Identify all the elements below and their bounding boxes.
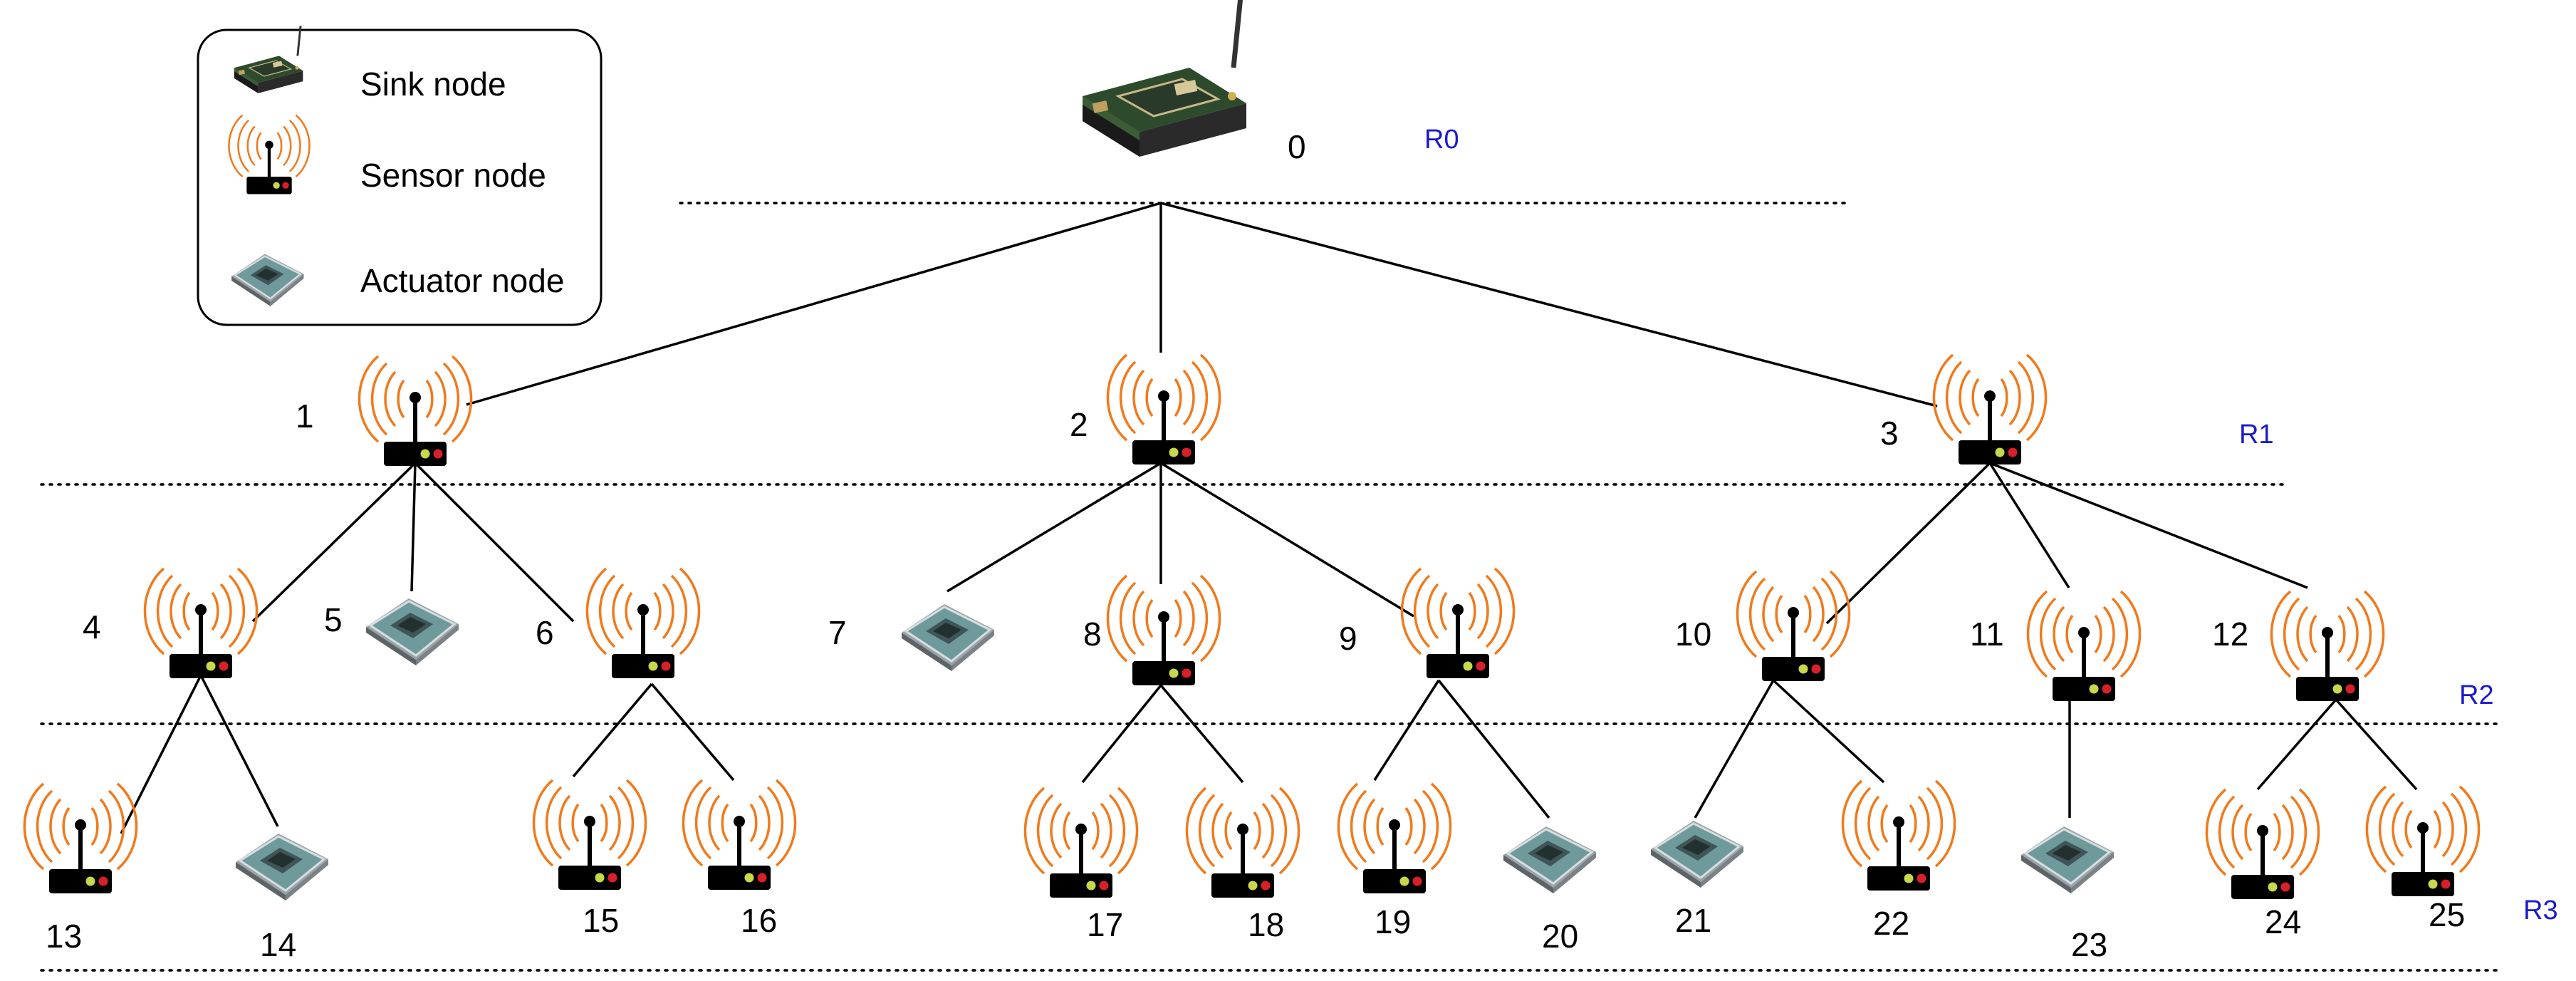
round-label-r1: R1 [2239, 420, 2274, 450]
sensor-node-9-icon [1402, 569, 1513, 678]
node-label-5: 5 [324, 601, 343, 638]
sensor-node-22-icon [1842, 781, 1954, 891]
sensor-node-10-icon [1737, 571, 1849, 681]
edge-10-22 [1772, 679, 1885, 784]
sensor-node-18-icon [1187, 788, 1298, 898]
edge-10-21 [1694, 680, 1775, 819]
sensor-node-19-icon [1338, 784, 1450, 893]
actuator-node-23-icon [2020, 825, 2115, 895]
round-label-r3: R3 [2523, 896, 2558, 925]
edge-8-18 [1159, 684, 1244, 784]
node-label-19: 19 [1375, 903, 1411, 940]
round-label-r2: R2 [2459, 680, 2494, 710]
sensor-node-2-icon [1107, 355, 1219, 464]
edge-2-9 [1160, 462, 1414, 618]
sensor-node-17-icon [1025, 788, 1137, 898]
edge-4-14 [199, 675, 279, 827]
edge-1-6 [414, 462, 575, 623]
sensor-node-16-icon [683, 780, 795, 890]
edge-3-11 [1988, 462, 2070, 588]
node-label-22: 22 [1873, 905, 1909, 942]
sensor-node-4-icon [145, 569, 256, 678]
node-label-21: 21 [1675, 902, 1711, 939]
node-label-14: 14 [260, 926, 296, 963]
legend: Sink node Sensor node Actuator node [197, 24, 603, 326]
node-label-2: 2 [1070, 406, 1088, 443]
edge-9-19 [1373, 680, 1440, 781]
edge-1-5 [410, 462, 417, 592]
actuator-node-7-icon [900, 603, 996, 673]
sensor-node-11-icon [2028, 591, 2139, 701]
sensor-node-1-icon [359, 356, 471, 466]
node-label-24: 24 [2265, 903, 2301, 940]
node-label-0: 0 [1288, 128, 1306, 165]
edge-6-16 [650, 682, 735, 782]
node-label-13: 13 [46, 918, 82, 955]
sensor-node-24-icon [2206, 789, 2318, 899]
actuator-node-14-icon [234, 832, 330, 902]
edge-12-24 [2256, 698, 2337, 791]
edge-0-1 [466, 202, 1162, 406]
node-label-17: 17 [1087, 906, 1123, 943]
edge-9-20 [1437, 679, 1550, 819]
edge-6-15 [572, 682, 653, 778]
node-label-8: 8 [1083, 616, 1102, 653]
actuator-node-20-icon [1502, 825, 1597, 895]
sensor-node-8-icon [1107, 576, 1219, 685]
node-label-18: 18 [1248, 906, 1284, 943]
sensor-node-12-icon [2271, 591, 2383, 701]
node-label-20: 20 [1542, 918, 1578, 955]
node-label-10: 10 [1675, 616, 1711, 653]
round-label-r0: R0 [1424, 125, 1459, 155]
node-label-15: 15 [583, 902, 619, 939]
sensor-node-3-icon [1934, 355, 2045, 464]
node-label-7: 7 [828, 614, 847, 651]
node-label-4: 4 [83, 608, 101, 645]
sensor-node-15-icon [533, 780, 645, 890]
actuator-node-21-icon [1649, 819, 1745, 889]
node-label-1: 1 [296, 398, 314, 435]
sensor-node-25-icon [2367, 787, 2478, 896]
node-label-6: 6 [536, 614, 554, 651]
node-label-12: 12 [2212, 616, 2248, 653]
legend-sensor-label: Sensor node [360, 157, 546, 194]
sensor-node-6-icon [587, 569, 699, 678]
edge-3-10 [1825, 462, 1991, 625]
node-label-11: 11 [1970, 616, 2004, 653]
edge-1-4 [251, 462, 417, 623]
legend-actuator-label: Actuator node [360, 262, 564, 299]
node-label-9: 9 [1339, 620, 1357, 657]
actuator-node-5-icon [365, 597, 460, 667]
node-label-25: 25 [2429, 896, 2465, 933]
node-label-23: 23 [2071, 926, 2107, 963]
edge-2-7 [947, 462, 1162, 593]
sensor-node-13-icon [24, 784, 136, 893]
edge-12-25 [2335, 698, 2418, 791]
edge-0-3 [1160, 202, 1938, 408]
node-label-3: 3 [1880, 415, 1899, 452]
node-label-16: 16 [741, 902, 777, 939]
edge-3-12 [1989, 462, 2308, 589]
sink-node-0-icon [1083, 0, 1246, 157]
legend-sink-label: Sink node [360, 66, 506, 103]
edge-8-17 [1081, 684, 1162, 784]
